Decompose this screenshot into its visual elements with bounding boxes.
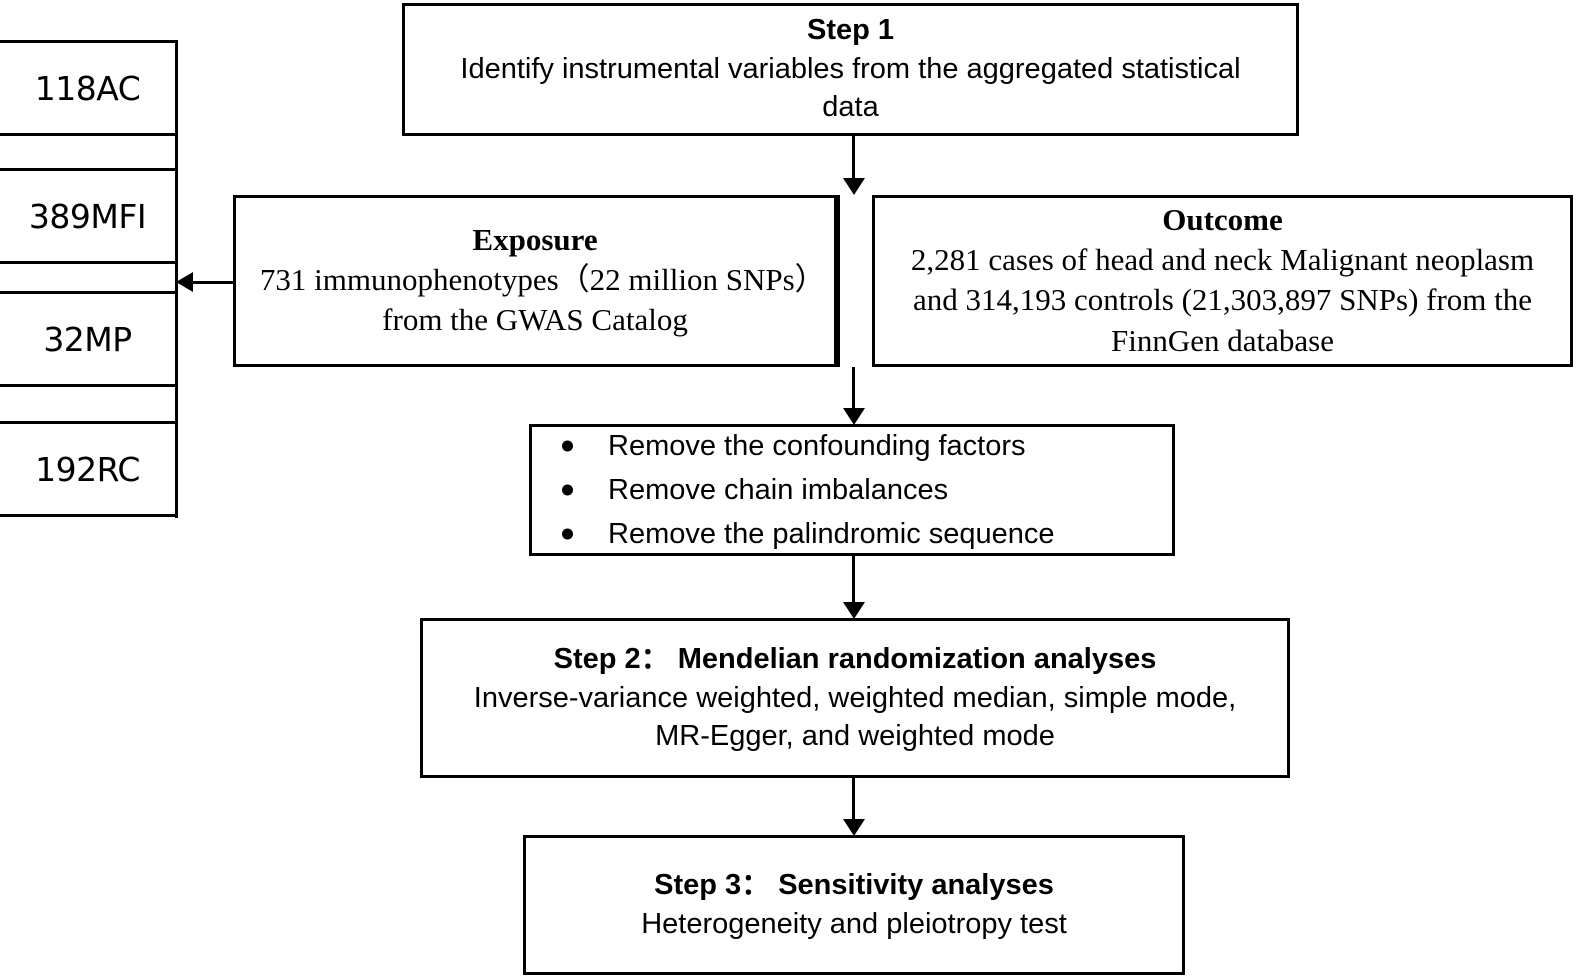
arrowhead-exposure-to-panel — [176, 272, 193, 292]
connector-step2-to-step3 — [852, 778, 855, 821]
step1-box[interactable]: Step 1 Identify instrumental variables f… — [402, 3, 1299, 136]
step3-body: Heterogeneity and pleiotropy test — [641, 907, 1067, 940]
data-row-spacer-column — [837, 195, 875, 367]
arrowhead-data-to-filters — [843, 408, 865, 425]
filter-bullet-item: Remove the palindromic sequence — [550, 512, 1055, 556]
arrowhead-step1-to-data — [843, 178, 865, 195]
exposure-body: 731 immunophenotypes（22 million SNPs）fro… — [259, 262, 811, 338]
outcome-body: 2,281 cases of head and neck Malignant n… — [910, 241, 1535, 358]
arrowhead-filters-to-step2 — [843, 602, 865, 619]
outcome-title: Outcome — [1162, 202, 1283, 238]
panel-item-label: 118AC — [34, 68, 141, 108]
connector-step1-to-data — [852, 136, 855, 180]
step2-title: Step 2： Mendelian randomization analyses — [553, 642, 1157, 675]
panel-item-118ac[interactable]: 118AC — [0, 40, 178, 136]
exposure-box[interactable]: Exposure 731 immunophenotypes（22 million… — [233, 195, 837, 367]
panel-item-389mfi[interactable]: 389MFI — [0, 168, 178, 264]
panel-item-192rc[interactable]: 192RC — [0, 421, 178, 517]
filter-bullet-item: Remove the confounding factors — [550, 424, 1055, 468]
panel-item-32mp[interactable]: 32MP — [0, 291, 178, 387]
outcome-box[interactable]: Outcome 2,281 cases of head and neck Mal… — [872, 195, 1573, 367]
step3-title: Step 3： Sensitivity analyses — [654, 869, 1054, 902]
panel-item-label: 389MFI — [28, 196, 147, 236]
filters-bullet-list: Remove the confounding factors Remove ch… — [550, 424, 1055, 556]
filters-box[interactable]: Remove the confounding factors Remove ch… — [529, 424, 1175, 556]
step2-body: Inverse-variance weighted, weighted medi… — [473, 681, 1237, 752]
connector-data-to-filters — [852, 367, 855, 410]
filter-bullet-item: Remove chain imbalances — [550, 468, 1055, 512]
panel-item-label: 192RC — [35, 449, 140, 489]
exposure-title: Exposure — [472, 222, 598, 258]
connector-filters-to-step2 — [852, 556, 855, 604]
panel-item-label: 32MP — [43, 319, 132, 359]
step1-body: Identify instrumental variables from the… — [460, 53, 1241, 124]
connector-exposure-to-panel — [190, 281, 236, 284]
arrowhead-step2-to-step3 — [843, 819, 865, 836]
step1-title: Step 1 — [806, 14, 895, 47]
step3-box[interactable]: Step 3： Sensitivity analyses Heterogenei… — [523, 835, 1185, 975]
step2-box[interactable]: Step 2： Mendelian randomization analyses… — [420, 618, 1290, 778]
